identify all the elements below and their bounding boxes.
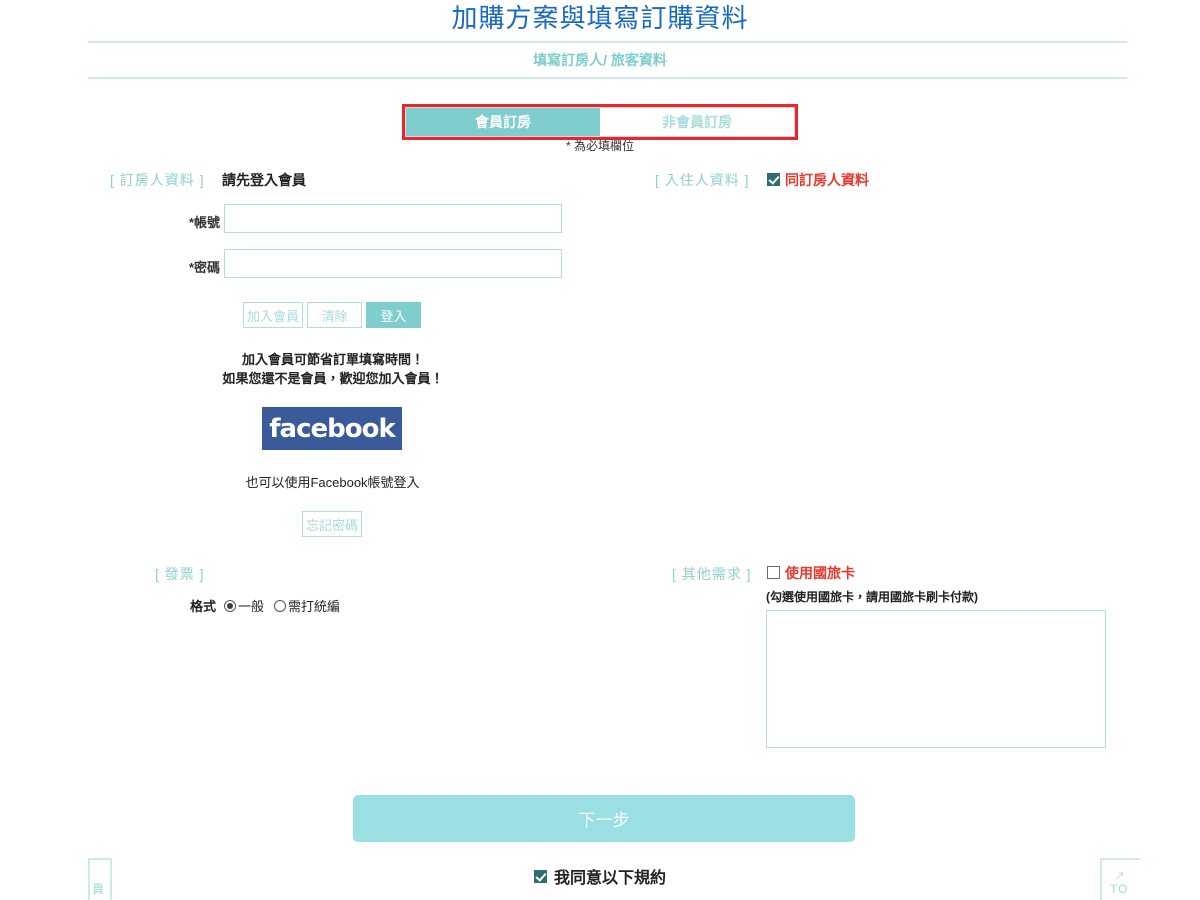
section-heading-other: [ 其他需求 ] bbox=[672, 566, 752, 582]
arrow-up-icon: ↗ bbox=[1114, 868, 1125, 883]
agree-terms-label: 我同意以下規約 bbox=[553, 870, 666, 887]
remarks-textarea[interactable] bbox=[766, 610, 1106, 748]
section-heading-invoice: [ 發票 ] bbox=[155, 566, 205, 582]
same-as-booker-checkbox[interactable] bbox=[767, 173, 780, 186]
tab-member-booking[interactable]: 會員訂房 bbox=[406, 108, 600, 136]
travel-card-note: (勾選使用國旅卡，請用國旅卡刷卡付款) bbox=[766, 590, 978, 604]
login-prompt: 請先登入會員 bbox=[222, 172, 306, 188]
login-button[interactable]: 登入 bbox=[366, 302, 421, 328]
invoice-format-radio-taxid[interactable] bbox=[274, 599, 287, 612]
invoice-format-label: 格式 bbox=[190, 599, 217, 614]
invoice-format-radio-general[interactable] bbox=[224, 599, 237, 612]
travel-card-label: 使用國旅卡 bbox=[785, 565, 855, 581]
invoice-format-option-taxid-label: 需打統編 bbox=[288, 599, 341, 614]
facebook-login-button[interactable]: facebook bbox=[262, 407, 402, 450]
account-input[interactable] bbox=[224, 204, 562, 233]
join-member-button[interactable]: 加入會員 bbox=[243, 302, 303, 328]
page-subtitle: 填寫訂房人/ 旅客資料 bbox=[533, 52, 667, 68]
same-as-booker-label: 同訂房人資料 bbox=[785, 172, 869, 188]
membership-help-line-2: 如果您還不是會員，歡迎您加入會員！ bbox=[222, 371, 444, 386]
agree-terms-row: 我同意以下規約 bbox=[0, 864, 1200, 888]
facebook-login-caption: 也可以使用Facebook帳號登入 bbox=[245, 475, 420, 490]
password-input[interactable] bbox=[224, 249, 562, 278]
next-step-button[interactable]: 下一步 bbox=[353, 795, 855, 842]
password-label: *密碼 bbox=[188, 260, 220, 275]
back-to-top-button[interactable]: ↗ TO bbox=[1100, 858, 1140, 900]
page-title: 加購方案與填寫訂購資料 bbox=[451, 3, 749, 33]
required-field-note: * 為必填欄位 bbox=[565, 139, 634, 153]
forgot-password-button[interactable]: 忘記密碼 bbox=[302, 511, 362, 537]
facebook-logo-text: facebook bbox=[269, 413, 396, 444]
back-to-top-label: TO bbox=[1110, 882, 1129, 896]
section-heading-booker: [ 訂房人資料 ] bbox=[110, 172, 205, 188]
agree-terms-checkbox[interactable] bbox=[533, 869, 547, 883]
tab-nonmember-booking[interactable]: 非會員訂房 bbox=[600, 108, 794, 136]
travel-card-checkbox[interactable] bbox=[767, 566, 780, 579]
section-heading-guest: [ 入住人資料 ] bbox=[655, 172, 750, 188]
bottom-left-widget[interactable]: 頁 bbox=[88, 858, 112, 900]
invoice-format-option-general-label: 一般 bbox=[238, 599, 265, 614]
booking-type-tabs-highlight: 會員訂房 非會員訂房 bbox=[402, 104, 798, 140]
booking-type-tabs: 會員訂房 非會員訂房 bbox=[405, 107, 795, 137]
account-label: *帳號 bbox=[188, 215, 220, 230]
membership-help-line-1: 加入會員可節省訂單填寫時間！ bbox=[241, 352, 424, 367]
clear-button[interactable]: 清除 bbox=[307, 302, 362, 328]
header-divider-bottom bbox=[88, 77, 1127, 79]
header-divider-top bbox=[88, 41, 1127, 43]
bottom-left-widget-text: 頁 bbox=[92, 882, 105, 896]
invoice-format-row: 格式 一般 需打統編 bbox=[190, 596, 350, 615]
